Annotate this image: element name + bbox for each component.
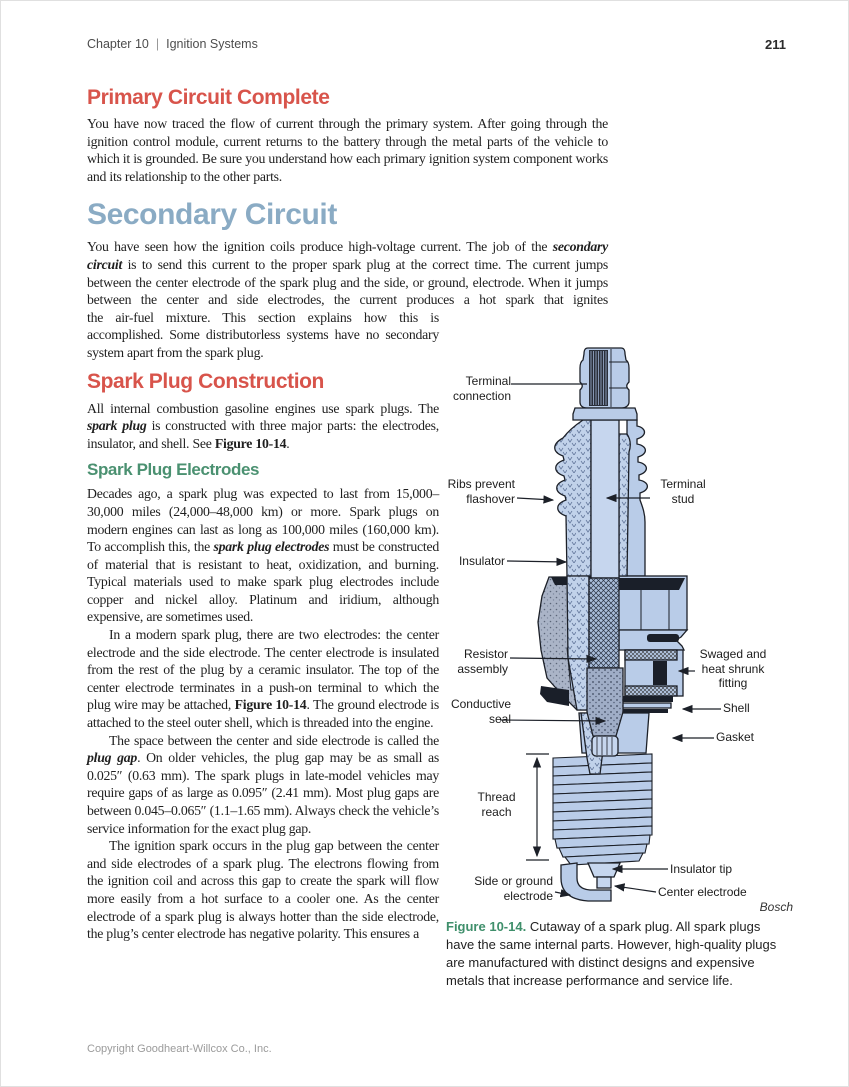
paragraph-secondary-circuit-narrow: the air-fuel mixture. This section expla… [87,309,439,360]
paragraph-ignition-spark: The ignition spark occurs in the plug ga… [87,838,439,942]
heading-secondary-circuit: Secondary Circuit [87,198,337,232]
heading-primary-circuit-complete: Primary Circuit Complete [87,86,330,109]
plug-core [586,419,624,757]
label-shell: Shell [723,701,750,715]
figure-caption-number: Figure 10-14. [446,919,527,934]
figure-caption-text: Cutaway of a spark plug. All spark plugs… [446,919,777,988]
label-terminal-connection: Terminal connection [452,374,511,403]
label-thread-reach: Thread reach [477,790,516,819]
plug-threads [552,753,653,866]
plug-insulator [554,419,631,775]
page-number: 211 [765,37,786,52]
paragraph-plug-gap: The space between the center and side el… [87,732,439,836]
label-insulator-tip: Insulator tip [670,862,733,876]
label-ribs-prevent-flashover: Ribs prevent flashover [447,477,515,506]
thread-reach-dimension [526,753,549,861]
left-text-column: the air-fuel mixture. This section expla… [87,309,439,943]
label-gasket: Gasket [716,730,755,744]
label-resistor-assembly: Resistor assembly [457,647,508,676]
label-swaged-fitting: Swaged and heat shrunk fitting [699,647,767,690]
label-center-electrode: Center electrode [658,885,747,899]
resistor-assembly-part [588,577,620,669]
label-side-ground-electrode: Side or ground electrode [474,874,553,903]
spark-plug-cutaway-illustration [499,347,721,902]
footer-copyright: Copyright Goodheart-Willcox Co., Inc. [87,1043,272,1055]
paragraph-construction: All internal combustion gasoline engines… [87,400,440,451]
heading-spark-plug-electrodes: Spark Plug Electrodes [87,460,260,480]
conductive-seal-part [586,667,624,737]
header-divider: | [155,37,160,51]
section-label: Ignition Systems [166,37,258,51]
figure-credit: Bosch [759,900,793,914]
label-insulator: Insulator [458,554,505,568]
plug-metal-body [578,419,689,754]
figure-10-14-spark-plug: Terminal connection Ribs prevent flashov… [441,338,806,1038]
plug-terminal-cap [572,347,638,421]
label-terminal-stud: Terminal stud [660,477,706,506]
leader-lines [499,383,721,898]
main-text-column: Primary Circuit Complete You have now tr… [87,77,608,943]
paragraph-electrode-materials: Decades ago, a spark plug was expected t… [87,486,439,625]
chapter-label: Chapter 10 [87,37,149,51]
heading-spark-plug-construction: Spark Plug Construction [87,369,324,393]
page-header: Chapter 10 | Ignition Systems 211 [87,37,786,52]
center-electrode-part [596,876,612,889]
paragraph-secondary-circuit-full: You have seen how the ignition coils pro… [87,239,608,308]
terminal-stud-part [590,419,620,579]
side-electrode-part [560,862,612,902]
paragraph-primary-circuit: You have now traced the flow of current … [87,116,608,184]
insulator-tip-part [587,862,621,878]
figure-caption: Figure 10-14. Cutaway of a spark plug. A… [446,918,788,990]
label-conductive-seal: Conductive seal [450,697,511,726]
paragraph-two-electrodes: In a modern spark plug, there are two el… [87,627,439,731]
running-head: Chapter 10 | Ignition Systems [87,37,258,52]
